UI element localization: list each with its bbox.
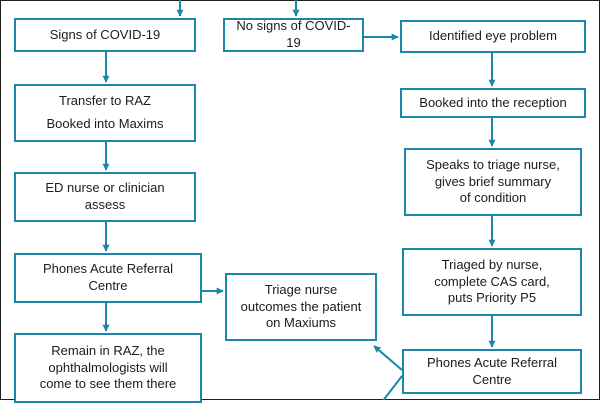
eye-problem-box: Identified eye problem (400, 20, 586, 53)
triage-outcomes-box: Triage nurse outcomes the patient on Max… (225, 273, 377, 341)
no-signs-covid-box: No signs of COVID-19 (223, 18, 364, 52)
phones-arc-right-box: Phones Acute Referral Centre (402, 349, 582, 394)
remain-raz-box: Remain in RAZ, the ophthalmologists will… (14, 333, 202, 403)
booked-reception-box: Booked into the reception (400, 88, 586, 118)
transfer-raz-box: Transfer to RAZ Booked into Maxims (14, 84, 196, 142)
line-phones-right-exit (382, 375, 403, 400)
ed-nurse-box: ED nurse or clinician assess (14, 172, 196, 222)
speaks-triage-box: Speaks to triage nurse, gives brief summ… (404, 148, 582, 216)
phones-arc-left-box: Phones Acute Referral Centre (14, 253, 202, 303)
arrow-phones-right-to-outcomes (373, 345, 403, 371)
triaged-by-nurse-box: Triaged by nurse, complete CAS card, put… (402, 248, 582, 316)
signs-covid-box: Signs of COVID-19 (14, 18, 196, 52)
